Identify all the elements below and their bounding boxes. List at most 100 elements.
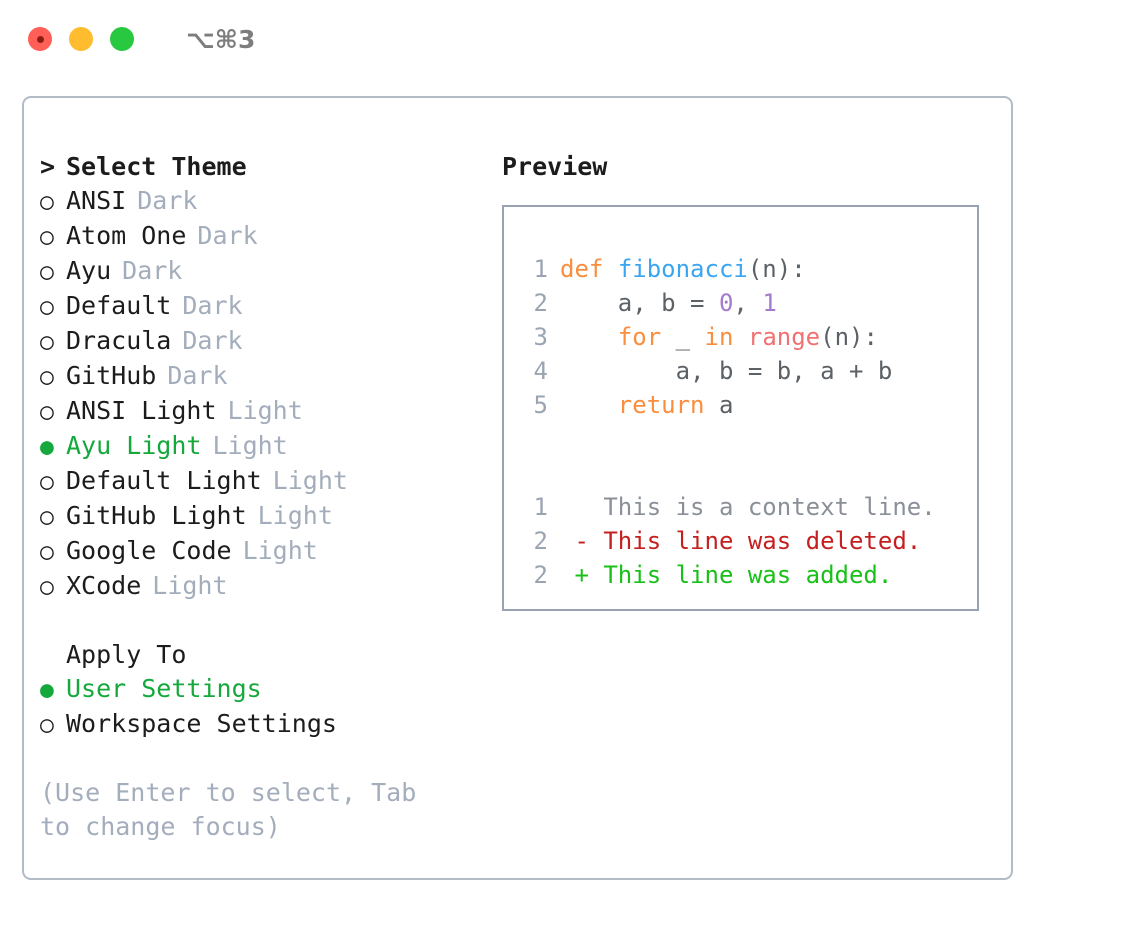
apply-to-title: Apply To bbox=[66, 640, 187, 669]
keyboard-shortcut-label: ⌥⌘3 bbox=[186, 24, 256, 54]
code-token-fn: fibonacci bbox=[617, 255, 748, 283]
radio-unselected-icon: ○ bbox=[40, 712, 54, 738]
radio-selected-icon: ● bbox=[40, 677, 54, 703]
line-number: 4 bbox=[533, 357, 548, 385]
theme-option-variant: Dark bbox=[122, 256, 183, 285]
line-number: 1 bbox=[533, 493, 548, 521]
apply-to-heading: Apply To bbox=[40, 638, 490, 672]
theme-option-label: XCode bbox=[66, 571, 142, 600]
code-line: 3 for _ in range(n): bbox=[518, 320, 977, 354]
section-spacer bbox=[40, 604, 490, 638]
select-theme-heading: > Select Theme bbox=[40, 150, 490, 184]
minimize-button[interactable] bbox=[69, 27, 93, 51]
theme-option-variant: Light bbox=[242, 536, 318, 565]
theme-option-variant: Light bbox=[257, 501, 333, 530]
theme-option-variant: Dark bbox=[182, 326, 243, 355]
theme-option-github[interactable]: ○ GitHub Dark bbox=[40, 359, 490, 394]
line-number: 3 bbox=[533, 323, 548, 351]
theme-option-google-code[interactable]: ○ Google Code Light bbox=[40, 534, 490, 569]
code-token-num: 1 bbox=[762, 289, 777, 317]
apply-option-workspace-settings[interactable]: ○ Workspace Settings bbox=[40, 707, 490, 742]
code-token-plain bbox=[560, 323, 618, 351]
code-token-plain: a, b = b, a + b bbox=[560, 357, 893, 385]
code-token-plain bbox=[603, 255, 617, 283]
diff-line: 2 - This line was deleted. bbox=[518, 524, 977, 558]
code-token-bi: range bbox=[747, 323, 821, 351]
line-number: 2 bbox=[533, 527, 548, 555]
line-number: 2 bbox=[533, 561, 548, 589]
radio-selected-icon: ● bbox=[40, 434, 54, 460]
theme-option-label: Dracula bbox=[66, 326, 172, 355]
theme-option-label: Google Code bbox=[66, 536, 232, 565]
theme-option-variant: Dark bbox=[167, 361, 228, 390]
theme-option-label: Ayu Light bbox=[66, 431, 202, 460]
apply-option-user-settings[interactable]: ● User Settings bbox=[40, 672, 490, 707]
theme-option-label: ANSI Light bbox=[66, 396, 217, 425]
code-line: 5 return a bbox=[518, 388, 977, 422]
theme-option-label: ANSI bbox=[66, 186, 127, 215]
theme-option-default[interactable]: ○ Default Dark bbox=[40, 289, 490, 324]
code-token-kw: return bbox=[617, 391, 705, 419]
focus-marker-placeholder-icon bbox=[40, 638, 66, 672]
theme-option-ayu-light[interactable]: ● Ayu Light Light bbox=[40, 429, 490, 464]
theme-option-variant: Light bbox=[212, 431, 288, 460]
code-line-text: return a bbox=[560, 388, 734, 422]
code-token-num: 0 bbox=[718, 289, 734, 317]
theme-option-label: Ayu bbox=[66, 256, 112, 285]
diff-line-text-add: + This line was added. bbox=[560, 561, 893, 589]
theme-option-label: Default bbox=[66, 291, 172, 320]
close-button[interactable] bbox=[28, 27, 52, 51]
radio-unselected-icon: ○ bbox=[40, 574, 54, 600]
select-theme-title: Select Theme bbox=[66, 152, 247, 181]
diff-line-text-ctx: This is a context line. bbox=[560, 493, 936, 521]
code-diff-spacer-2 bbox=[518, 456, 977, 490]
apply-option-label: Workspace Settings bbox=[66, 709, 337, 738]
code-token-kw: def bbox=[560, 255, 604, 283]
code-line: 4 a, b = b, a + b bbox=[518, 354, 977, 388]
maximize-button[interactable] bbox=[110, 27, 134, 51]
code-token-plain: _ bbox=[661, 323, 705, 351]
code-token-plain: , bbox=[733, 289, 763, 317]
diff-line: 1 This is a context line. bbox=[518, 490, 977, 524]
radio-unselected-icon: ○ bbox=[40, 294, 54, 320]
apply-to-list[interactable]: ● User Settings ○ Workspace Settings bbox=[40, 672, 490, 742]
theme-option-label: GitHub bbox=[66, 361, 157, 390]
radio-unselected-icon: ○ bbox=[40, 364, 54, 390]
code-line-text: a, b = b, a + b bbox=[560, 354, 893, 388]
radio-unselected-icon: ○ bbox=[40, 189, 54, 215]
apply-option-label: User Settings bbox=[66, 674, 262, 703]
code-diff-spacer bbox=[518, 422, 977, 456]
code-line: 2 a, b = 0, 1 bbox=[518, 286, 977, 320]
diff-sample: 1 This is a context line.2 - This line w… bbox=[518, 490, 977, 592]
theme-option-variant: Dark bbox=[182, 291, 243, 320]
focus-marker-icon: > bbox=[40, 152, 56, 181]
diff-line: 2 + This line was added. bbox=[518, 558, 977, 592]
theme-option-variant: Dark bbox=[197, 221, 258, 250]
title-bar: ⌥⌘3 bbox=[0, 0, 1140, 78]
radio-unselected-icon: ○ bbox=[40, 539, 54, 565]
code-token-plain: a, b = bbox=[560, 289, 719, 317]
diff-line-text-del: - This line was deleted. bbox=[560, 527, 922, 555]
code-line-text: def fibonacci(n): bbox=[560, 252, 806, 286]
line-number: 2 bbox=[533, 289, 548, 317]
code-token-plain bbox=[560, 391, 618, 419]
code-token-plain: a bbox=[704, 391, 734, 419]
radio-unselected-icon: ○ bbox=[40, 399, 54, 425]
code-token-kw: for bbox=[617, 323, 662, 351]
